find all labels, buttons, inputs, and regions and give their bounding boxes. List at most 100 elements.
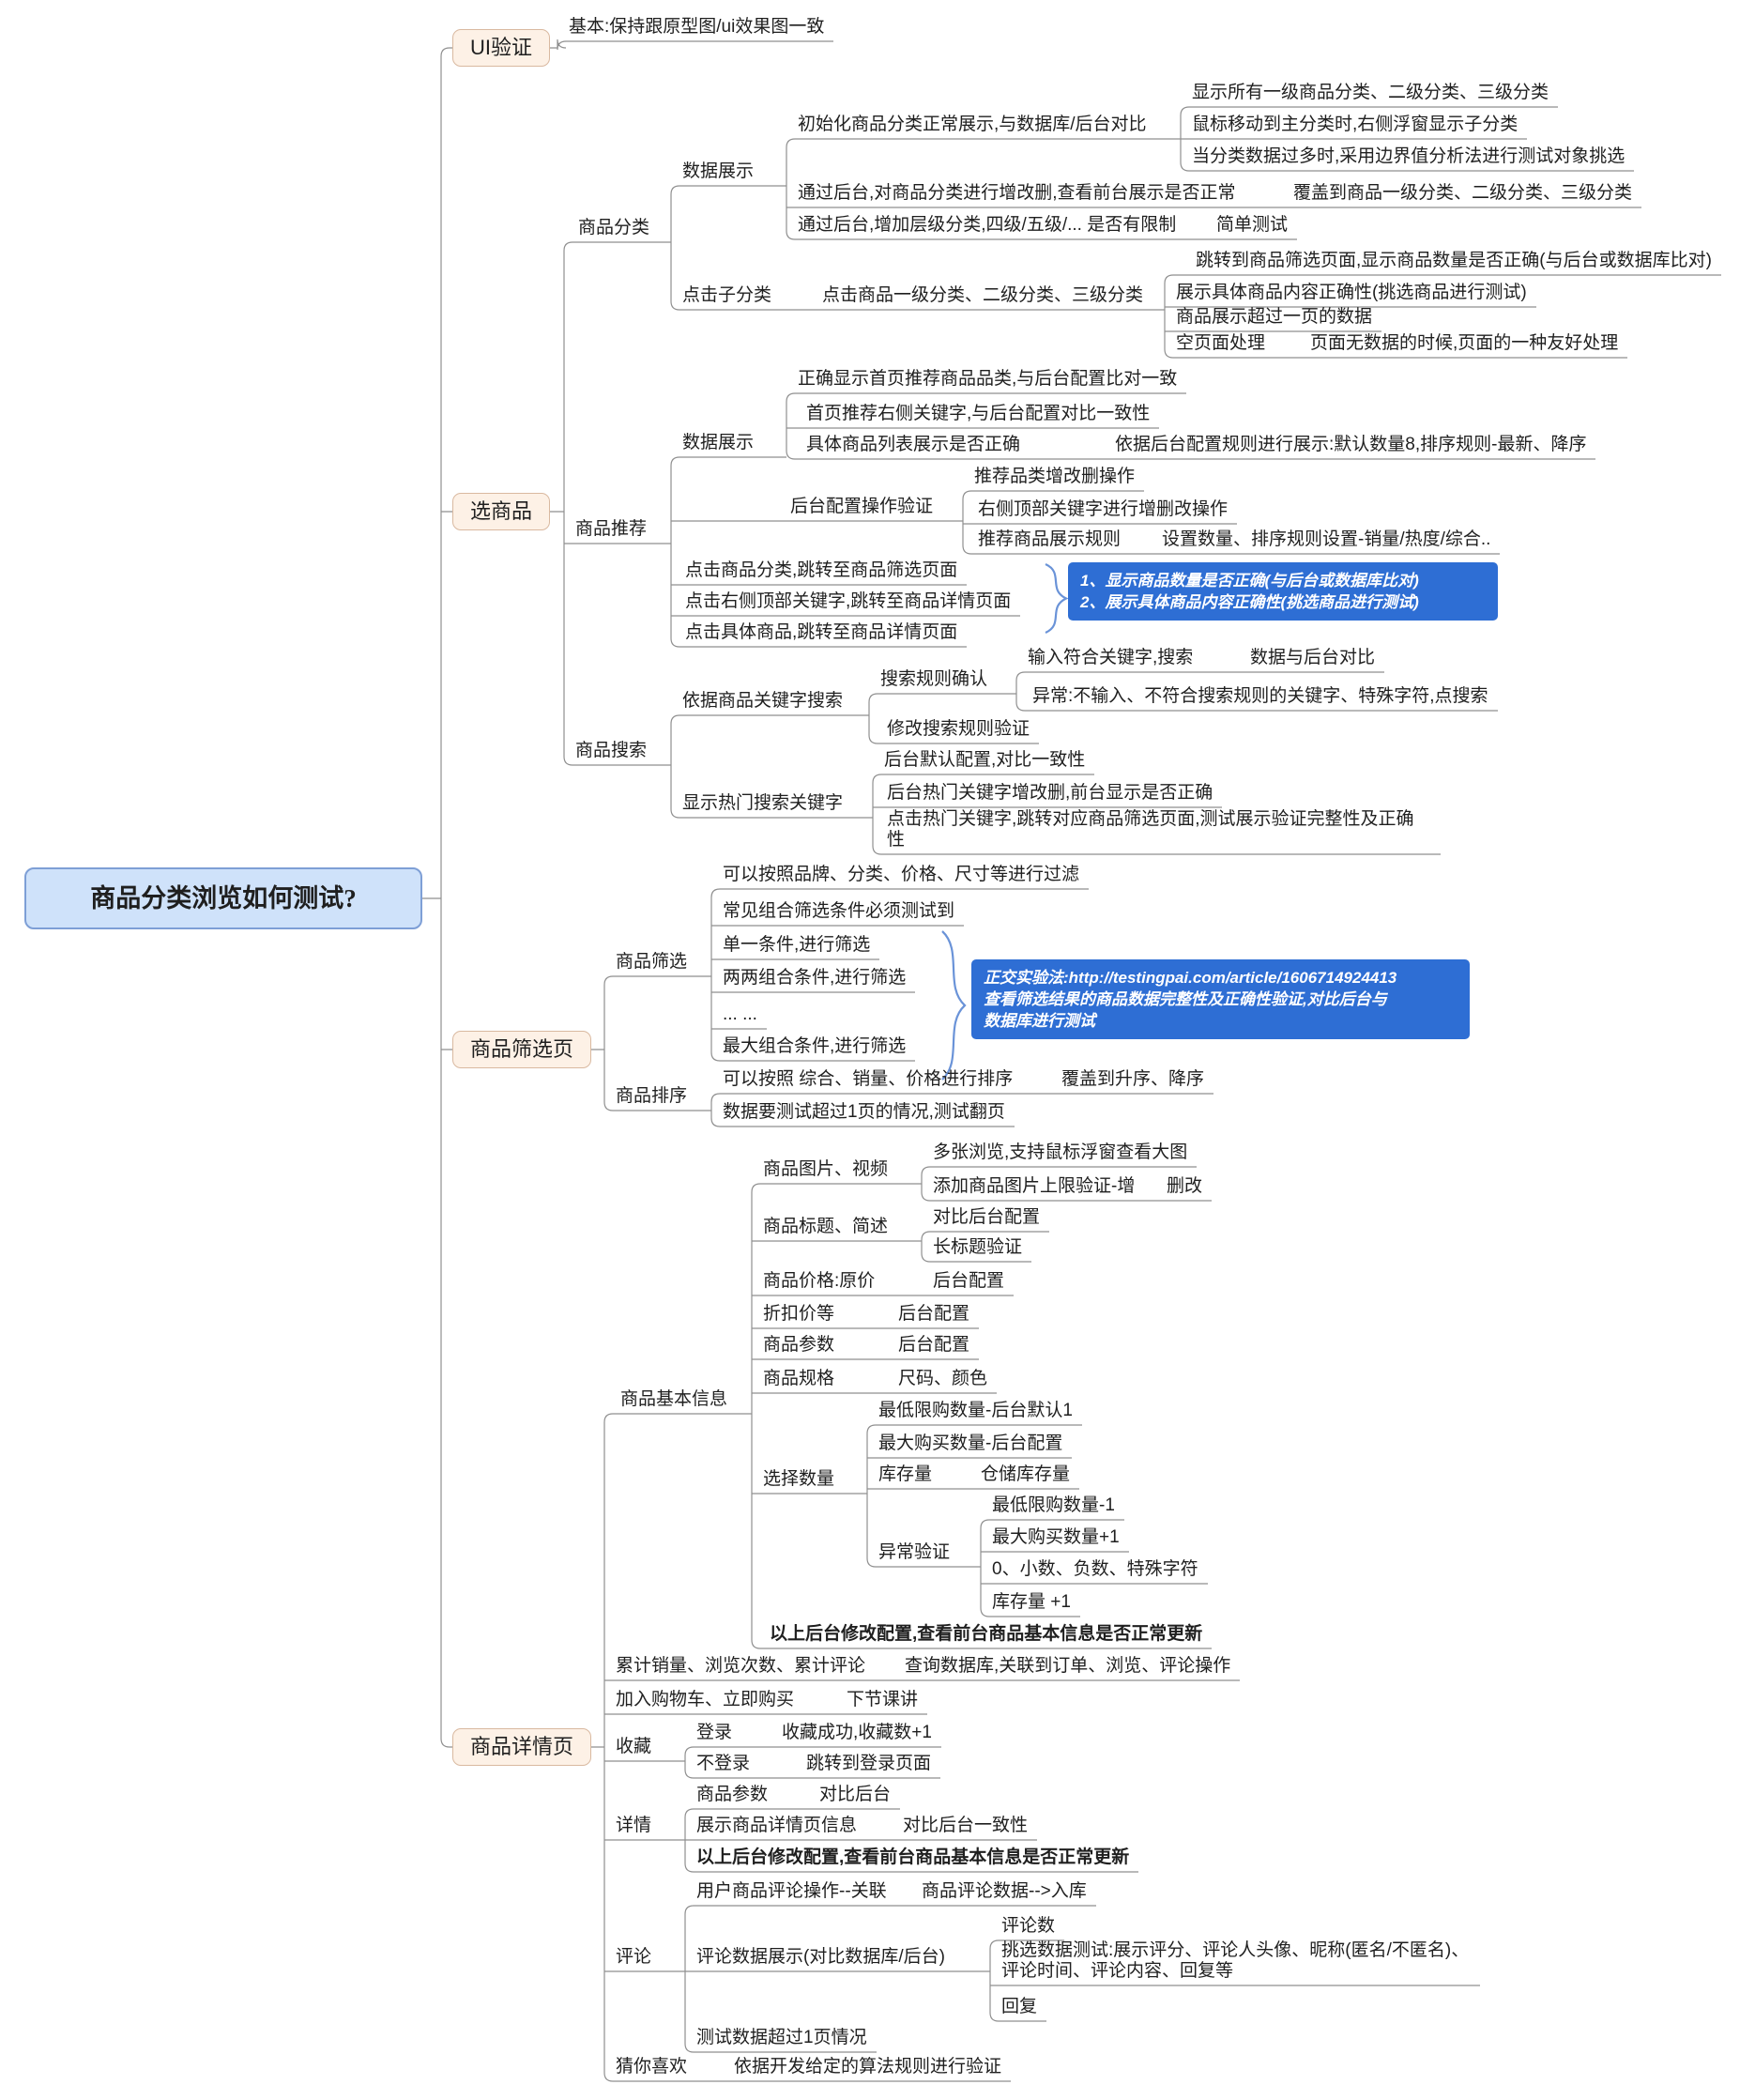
node-product-category[interactable]: 商品分类 (578, 218, 650, 238)
node-rec-cfg-category[interactable]: 推荐品类增改删操作 (974, 467, 1136, 486)
node-add-cart[interactable]: 加入购物车、立即购买 (616, 1690, 795, 1709)
node-rec-home-keywords[interactable]: 首页推荐右侧关键字,与后台配置对比一致性 (806, 404, 1151, 423)
node-title-compare[interactable]: 对比后台配置 (933, 1207, 1041, 1227)
node-product-sort[interactable]: 商品排序 (616, 1086, 688, 1106)
node-filter-by-fields[interactable]: 可以按照品牌、分类、价格、尺寸等进行过滤 (723, 865, 1080, 884)
node-cat-init-hover[interactable]: 鼠标移动到主分类时,右侧浮窗显示子分类 (1192, 115, 1519, 134)
node-cat-subclick[interactable]: 点击子分类 (682, 285, 772, 305)
node-stats-desc[interactable]: 查询数据库,关联到订单、浏览、评论操作 (905, 1656, 1231, 1676)
root-topic[interactable]: 商品分类浏览如何测试? (24, 867, 422, 929)
node-abn-stock-plus[interactable]: 库存量 +1 (992, 1592, 1071, 1612)
node-detail-info-desc[interactable]: 对比后台一致性 (903, 1816, 1029, 1835)
node-quantity[interactable]: 选择数量 (763, 1469, 835, 1489)
node-filter-single[interactable]: 单一条件,进行筛选 (723, 935, 871, 955)
node-image-limit[interactable]: 添加商品图片上限验证-增 (933, 1176, 1136, 1196)
node-sub-empty-desc[interactable]: 页面无数据的时候,页面的一种友好处理 (1310, 333, 1619, 353)
node-search-valid-compare[interactable]: 数据与后台对比 (1250, 648, 1376, 667)
node-image-video[interactable]: 商品图片、视频 (763, 1159, 889, 1179)
node-comment-display[interactable]: 评论数据展示(对比数据库/后台) (696, 1947, 945, 1967)
node-qty-min[interactable]: 最低限购数量-后台默认1 (878, 1401, 1073, 1420)
node-basic-update-note[interactable]: 以上后台修改配置,查看前台商品基本信息是否正常更新 (770, 1624, 1203, 1644)
node-hot-keywords[interactable]: 显示热门搜索关键字 (682, 793, 844, 813)
node-rec-list-rule[interactable]: 依据后台配置规则进行展示:默认数量8,排序规则-最新、降序 (1115, 435, 1587, 454)
node-guess-you-like[interactable]: 猜你喜欢 (616, 2057, 688, 2077)
node-rec-cfg-display-rule[interactable]: 推荐商品展示规则 (978, 529, 1122, 549)
node-detail-info[interactable]: 展示商品详情页信息 (696, 1816, 858, 1835)
node-product-search[interactable]: 商品搜索 (575, 741, 648, 760)
node-detail-section[interactable]: 详情 (616, 1816, 652, 1835)
node-rec-click-category[interactable]: 点击商品分类,跳转至商品筛选页面 (685, 560, 958, 580)
node-sort-by-fields[interactable]: 可以按照 综合、销量、价格进行排序 (723, 1069, 1014, 1089)
callout-recommend-note[interactable]: 1、显示商品数量是否正确(与后台或数据库比对) 2、展示具体商品内容正确性(挑选… (1068, 562, 1498, 621)
node-price[interactable]: 商品价格:原价 (763, 1271, 876, 1291)
node-hot-click-jump[interactable]: 点击热门关键字,跳转对应商品筛选页面,测试展示验证完整性及正确性 (887, 809, 1414, 850)
node-rec-list-correct[interactable]: 具体商品列表展示是否正确 (806, 435, 1021, 454)
node-abn-min-minus[interactable]: 最低限购数量-1 (992, 1495, 1115, 1515)
node-cat-level-simple[interactable]: 简单测试 (1216, 215, 1289, 235)
node-param[interactable]: 商品参数 (763, 1335, 835, 1355)
node-comment-paging[interactable]: 测试数据超过1页情况 (696, 2028, 867, 2047)
node-rec-cfg-display-rule-desc[interactable]: 设置数量、排序规则设置-销量/热度/综合.. (1162, 529, 1491, 549)
node-sub-content-check[interactable]: 展示具体商品内容正确性(挑选商品进行测试) (1176, 283, 1527, 302)
node-fav-nologin[interactable]: 不登录 (696, 1754, 751, 1773)
node-discount[interactable]: 折扣价等 (763, 1304, 835, 1324)
node-guess-you-like-desc[interactable]: 依据开发给定的算法规则进行验证 (734, 2057, 1002, 2077)
node-sort-asc-desc[interactable]: 覆盖到升序、降序 (1061, 1069, 1205, 1089)
node-cat-init-all-levels[interactable]: 显示所有一级商品分类、二级分类、三级分类 (1192, 83, 1549, 102)
node-comments[interactable]: 评论 (616, 1947, 652, 1967)
node-qty-max[interactable]: 最大购买数量-后台配置 (878, 1433, 1063, 1453)
node-rec-click-item[interactable]: 点击具体商品,跳转至商品详情页面 (685, 622, 958, 642)
node-product-filter[interactable]: 商品筛选 (616, 952, 688, 972)
node-detail-param[interactable]: 商品参数 (696, 1785, 769, 1804)
node-rec-backend-config[interactable]: 后台配置操作验证 (790, 497, 934, 516)
node-search-rule-modify[interactable]: 修改搜索规则验证 (887, 719, 1030, 739)
node-comment-op-desc[interactable]: 商品评论数据-->入库 (922, 1881, 1087, 1901)
node-detail-update-note[interactable]: 以上后台修改配置,查看前台商品基本信息是否正常更新 (696, 1847, 1130, 1867)
node-fav-nologin-desc[interactable]: 跳转到登录页面 (806, 1754, 932, 1773)
node-cat-init-boundary[interactable]: 当分类数据过多时,采用边界值分析法进行测试对象挑选 (1192, 146, 1626, 166)
node-cat-subclick-levels[interactable]: 点击商品一级分类、二级分类、三级分类 (822, 285, 1144, 305)
node-abn-invalid-values[interactable]: 0、小数、负数、特殊字符 (992, 1559, 1198, 1579)
node-hot-default-config[interactable]: 后台默认配置,对比一致性 (884, 750, 1086, 770)
node-sort-paging[interactable]: 数据要测试超过1页的情况,测试翻页 (723, 1102, 1005, 1122)
node-cat-crud-cover[interactable]: 覆盖到商品一级分类、二级分类、三级分类 (1293, 183, 1633, 203)
node-discount-config[interactable]: 后台配置 (898, 1304, 970, 1324)
node-price-config[interactable]: 后台配置 (933, 1271, 1005, 1291)
node-qty-stock[interactable]: 库存量 (878, 1464, 933, 1484)
node-comment-op[interactable]: 用户商品评论操作--关联 (696, 1881, 887, 1901)
node-search-rule-confirm[interactable]: 搜索规则确认 (880, 669, 988, 689)
node-sub-empty-page[interactable]: 空页面处理 (1176, 333, 1266, 353)
node-abn-max-plus[interactable]: 最大购买数量+1 (992, 1527, 1120, 1547)
node-add-cart-desc[interactable]: 下节课讲 (847, 1690, 919, 1709)
node-filter-max-combo[interactable]: 最大组合条件,进行筛选 (723, 1036, 907, 1056)
node-search-valid-input[interactable]: 输入符合关键字,搜索 (1028, 648, 1194, 667)
node-title-brief[interactable]: 商品标题、简述 (763, 1217, 889, 1236)
node-cat-crud[interactable]: 通过后台,对商品分类进行增改删,查看前台展示是否正常 (798, 183, 1236, 203)
node-rec-cfg-keywords[interactable]: 右侧顶部关键字进行增删改操作 (978, 499, 1229, 519)
node-comment-fields[interactable]: 挑选数据测试:展示评分、评论人头像、昵称(匿名/不匿名)、评论时间、评论内容、回… (1001, 1940, 1470, 1981)
node-sub-paging[interactable]: 商品展示超过一页的数据 (1176, 307, 1373, 327)
node-rec-home-category[interactable]: 正确显示首页推荐商品品类,与后台配置比对一致 (798, 369, 1178, 389)
node-image-limit-desc[interactable]: 删改 (1167, 1176, 1203, 1196)
node-cat-data-display[interactable]: 数据展示 (682, 161, 755, 181)
node-image-browse[interactable]: 多张浏览,支持鼠标浮窗查看大图 (933, 1142, 1188, 1162)
callout-orthogonal-note[interactable]: 正交实验法:http://testingpai.com/article/1606… (971, 959, 1470, 1039)
node-spec-desc[interactable]: 尺码、颜色 (898, 1369, 988, 1388)
node-param-config[interactable]: 后台配置 (898, 1335, 970, 1355)
node-detail-param-desc[interactable]: 对比后台 (819, 1785, 892, 1804)
node-comment-reply[interactable]: 回复 (1001, 1997, 1038, 2016)
node-search-abnormal-input[interactable]: 异常:不输入、不符合搜索规则的关键字、特殊字符,点搜索 (1032, 686, 1488, 706)
node-filter-pairwise[interactable]: 两两组合条件,进行筛选 (723, 968, 907, 988)
node-filter-ellipsis[interactable]: ... ... (723, 1004, 757, 1024)
node-basic-info[interactable]: 商品基本信息 (620, 1389, 728, 1409)
node-rec-click-keyword[interactable]: 点击右侧顶部关键字,跳转至商品详情页面 (685, 591, 1012, 611)
node-ui-basic[interactable]: 基本:保持跟原型图/ui效果图一致 (569, 17, 825, 37)
branch-filter-page[interactable]: 商品筛选页 (452, 1031, 592, 1068)
node-title-long[interactable]: 长标题验证 (933, 1237, 1023, 1257)
node-spec[interactable]: 商品规格 (763, 1369, 835, 1388)
node-hot-crud[interactable]: 后台热门关键字增改删,前台显示是否正确 (887, 783, 1213, 803)
node-abnormal-verify[interactable]: 异常验证 (878, 1542, 951, 1562)
branch-detail-page[interactable]: 商品详情页 (452, 1728, 592, 1766)
node-sub-jump-count[interactable]: 跳转到商品筛选页面,显示商品数量是否正确(与后台或数据库比对) (1196, 251, 1712, 270)
node-cat-level-limit[interactable]: 通过后台,增加层级分类,四级/五级/... 是否有限制 (798, 215, 1177, 235)
